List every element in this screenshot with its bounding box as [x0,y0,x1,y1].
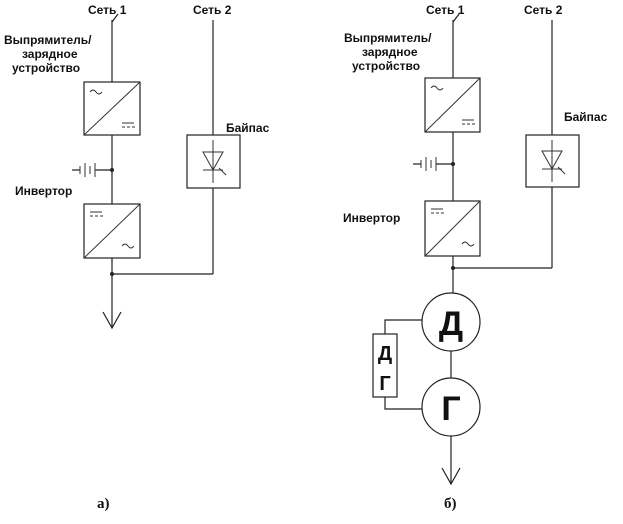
ac-symbol-icon [89,89,103,95]
caption-b: б) [444,496,457,512]
diagram-b: Сеть 1 Сеть 2 Выпрямитель/ зарядное устр… [343,3,608,512]
mains1-label: Сеть 1 [426,3,465,17]
rectifier-label-1: Выпрямитель/ [344,31,432,45]
mains2-label: Сеть 2 [193,3,232,17]
generator-label: Г [441,390,460,428]
dc-symbol-icon [431,208,444,214]
dc-symbol-icon [122,122,135,128]
rectifier-label-2: зарядное [362,45,418,59]
inverter-label: Инвертор [343,211,400,225]
caption-a: а) [97,496,110,512]
controller-label-top: Д [378,343,392,365]
battery-icon [72,163,112,177]
rectifier-label-3: устройство [12,61,80,75]
rectifier-label-3: устройство [352,59,420,73]
load-arrow-icon [102,311,122,330]
mains1-wire [452,13,460,78]
motor-generator-controller: Д Г [372,319,422,410]
generator: Г [421,377,481,437]
controller-motor-wire [384,319,422,334]
ac-symbol-icon [430,85,444,91]
motor: Д [421,292,481,352]
rectifier-label-2: зарядное [22,47,78,61]
mains1-label: Сеть 1 [88,3,127,17]
dc-symbol-icon [90,211,103,217]
inverter-block [83,203,141,259]
ac-symbol-icon [121,243,135,249]
bypass-block [525,134,580,188]
controller-label-bottom: Г [379,373,390,395]
inverter-block [424,200,481,257]
battery-icon [413,157,453,171]
bypass-label: Байпас [226,121,270,135]
diagram-a: Сеть 1 Сеть 2 Выпрямитель/ зарядное устр… [4,3,270,512]
load-arrow-icon [441,467,461,486]
rectifier-block [83,81,141,136]
inverter-label: Инвертор [15,184,72,198]
controller-generator-wire [384,397,422,410]
ac-symbol-icon [461,241,475,247]
rectifier-block [424,77,481,133]
mains1-wire [111,13,119,82]
mains2-label: Сеть 2 [524,3,563,17]
motor-label: Д [439,305,463,343]
thyristor-icon [202,151,224,172]
dc-symbol-icon [462,119,475,125]
thyristor-icon [541,150,563,171]
bypass-block [186,134,241,189]
rectifier-label-1: Выпрямитель/ [4,33,92,47]
bypass-label: Байпас [564,110,608,124]
